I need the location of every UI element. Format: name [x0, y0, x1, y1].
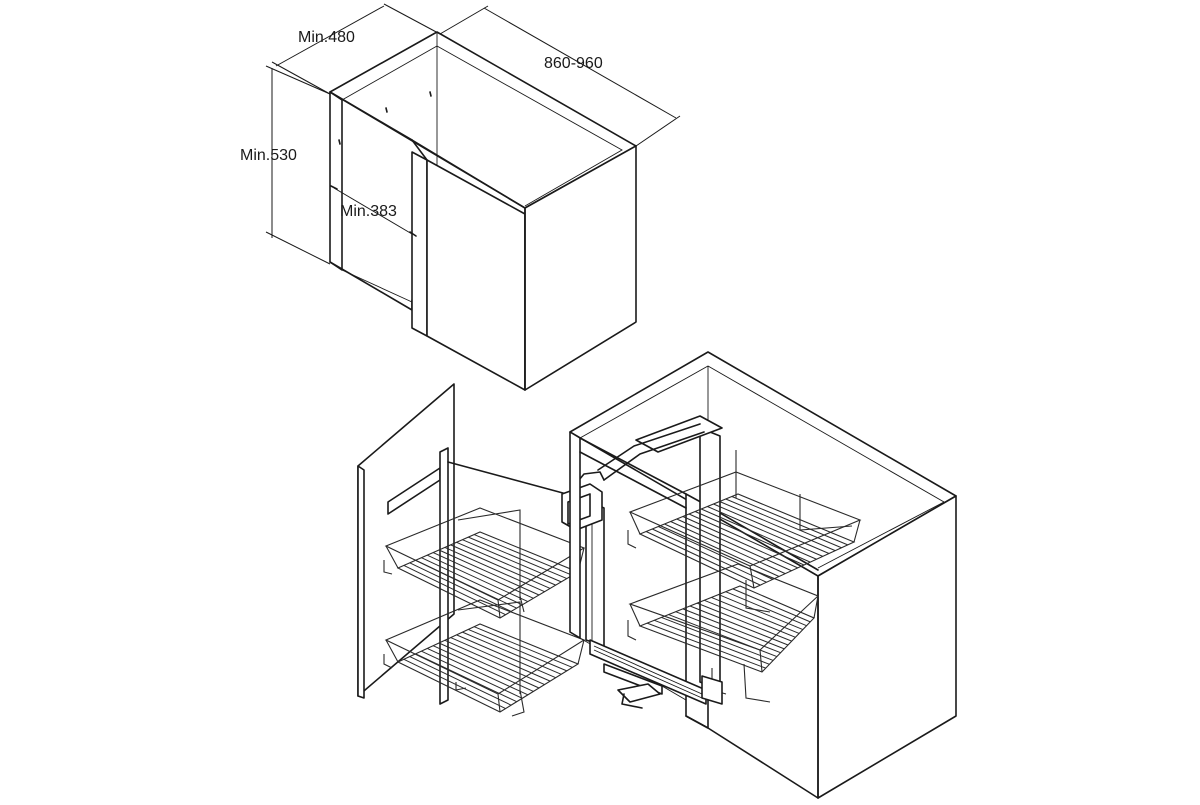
basket-wire [421, 650, 523, 699]
corner-unit-linkage [603, 431, 705, 481]
basket-wire [646, 622, 766, 669]
basket-wire [719, 501, 836, 552]
basket-wire [713, 503, 830, 554]
basket-wire [682, 608, 785, 650]
front-rail [579, 437, 687, 495]
basket-wire [696, 602, 792, 642]
basket-wire [473, 626, 573, 668]
dimension-opening: Min.383 [333, 187, 413, 235]
basket-wire [675, 611, 781, 654]
slide-bracket [701, 675, 723, 705]
dimension-depth: Min.480 [271, 3, 441, 95]
basket-wire [688, 513, 805, 566]
basket-wire [468, 536, 568, 580]
empty-cabinet: Min.480 860-960 Min.530 Min.383 [240, 3, 681, 391]
basket-wire [731, 496, 848, 546]
basket-wire [427, 647, 529, 696]
swing-out-door-assembly [357, 383, 605, 717]
basket-wire [415, 559, 517, 609]
basket-wire [432, 552, 534, 599]
basket-wire [456, 541, 556, 586]
cabinet-left-edge [569, 431, 581, 639]
inner-bottom-edge [341, 269, 413, 303]
dimension-height: Min.530 [240, 65, 331, 265]
front-top-edge [329, 91, 413, 141]
basket-wire [670, 521, 786, 575]
basket-wire [468, 628, 568, 672]
height-label: Min.530 [240, 147, 297, 164]
basket-wire [725, 498, 842, 549]
basket-wire [676, 518, 792, 572]
basket-wire [409, 562, 512, 612]
slide-foot [617, 683, 661, 703]
dimension-width: 860-960 [439, 5, 681, 147]
basket-wire [415, 653, 517, 703]
basket-wire [654, 619, 770, 665]
basket-wire [689, 605, 789, 646]
front-top-edge-2 [411, 139, 428, 161]
mark-5 [409, 231, 417, 237]
basket-wire [661, 616, 774, 661]
depth-label: Min.480 [298, 29, 355, 46]
basket-wire [438, 549, 540, 596]
basket-wire [462, 539, 562, 583]
basket-wire [645, 531, 761, 586]
basket-wire [421, 557, 523, 606]
mark-1 [385, 107, 388, 113]
cabinet-with-corner-unit [569, 351, 957, 799]
basket-wire [718, 594, 804, 631]
front-top-edge-3 [411, 139, 526, 209]
cabinet-bottom-left [329, 261, 413, 311]
cabinet-bottom-front [685, 715, 819, 799]
upper-inner-basket [627, 450, 862, 613]
basket-wire [652, 528, 767, 583]
basket-wire [473, 534, 573, 576]
basket-wire [682, 516, 798, 569]
pull-out-slide [589, 639, 723, 709]
mark-3 [338, 139, 341, 145]
basket-wire [450, 544, 551, 589]
front-rail-right [707, 505, 819, 571]
basket-wire [403, 658, 506, 710]
top-inner-rim [341, 45, 623, 207]
basket-wire [438, 642, 540, 689]
lower-inner-basket [627, 563, 820, 703]
basket-wire [409, 656, 512, 706]
blind-panel-edge [411, 151, 428, 337]
front-rail-lower [579, 451, 687, 509]
basket-wire [732, 588, 811, 623]
basket-wire [704, 599, 796, 638]
basket-wire [711, 596, 800, 634]
corner-unit-linkage-2 [597, 423, 701, 471]
basket-wire [725, 591, 807, 627]
width-label: 860-960 [544, 55, 603, 72]
left-side-panel [329, 91, 343, 271]
basket-wire [701, 508, 817, 560]
basket-wire [427, 554, 529, 603]
basket-wire [668, 614, 778, 658]
basket-wire [456, 634, 556, 679]
basket-wire [707, 506, 823, 557]
mark-4 [330, 185, 338, 190]
basket-wire [450, 637, 551, 682]
mark-2 [429, 91, 432, 97]
basket-wire [444, 639, 545, 686]
basket-wire [462, 631, 562, 675]
basket-wire [694, 511, 811, 563]
corner-unit-top-rail [635, 415, 723, 453]
basket-wire [432, 645, 534, 692]
basket-wire [444, 546, 545, 593]
door-edge [357, 465, 365, 699]
opening-label: Min.383 [340, 203, 397, 220]
cabinet-top-inner [579, 365, 945, 569]
basket-wire [664, 523, 780, 577]
